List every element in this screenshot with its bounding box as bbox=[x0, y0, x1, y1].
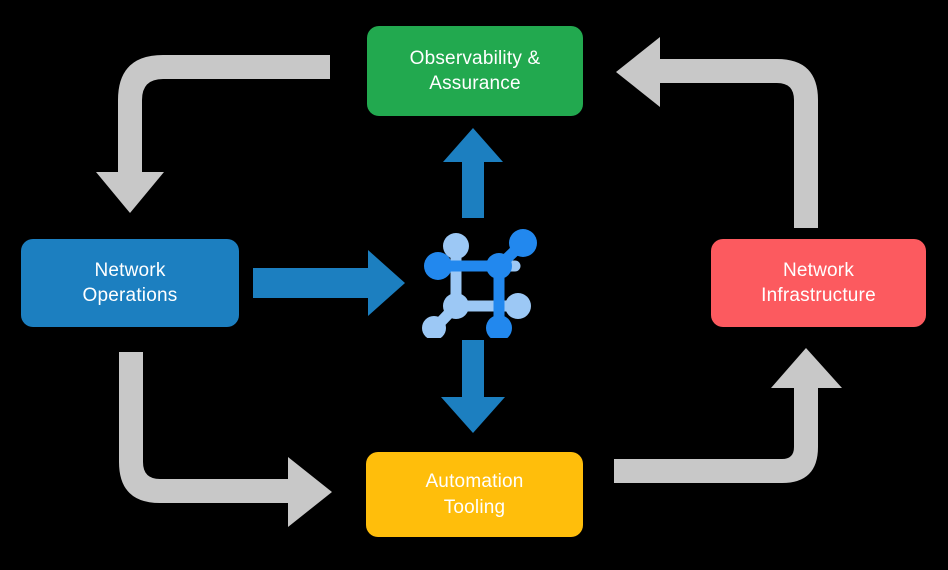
connector-infrastructure-to-observability bbox=[616, 37, 818, 228]
node-label-network-operations: Network Operations bbox=[82, 259, 178, 306]
connector-ops-to-observability bbox=[96, 55, 330, 213]
node-observability-assurance[interactable]: Observability & Assurance bbox=[367, 26, 583, 116]
node-network-operations[interactable]: Network Operations bbox=[21, 239, 239, 327]
icon-dark-nodes bbox=[424, 229, 537, 338]
icon-light-nodes bbox=[422, 233, 531, 338]
network-topology-icon bbox=[422, 229, 537, 338]
connector-center-to-observability bbox=[443, 128, 503, 218]
connector-automation-to-infrastructure bbox=[614, 348, 842, 483]
connector-center-to-automation bbox=[441, 340, 505, 433]
connector-ops-to-automation bbox=[119, 352, 332, 527]
connector-ops-to-center bbox=[253, 250, 405, 316]
node-label-observability: Observability & Assurance bbox=[409, 47, 541, 94]
node-network-infrastructure[interactable]: Network Infrastructure bbox=[711, 239, 926, 327]
node-label-network-infrastructure: Network Infrastructure bbox=[761, 259, 876, 306]
node-label-automation-tooling: Automation Tooling bbox=[425, 471, 524, 518]
node-automation-tooling[interactable]: Automation Tooling bbox=[366, 452, 583, 537]
